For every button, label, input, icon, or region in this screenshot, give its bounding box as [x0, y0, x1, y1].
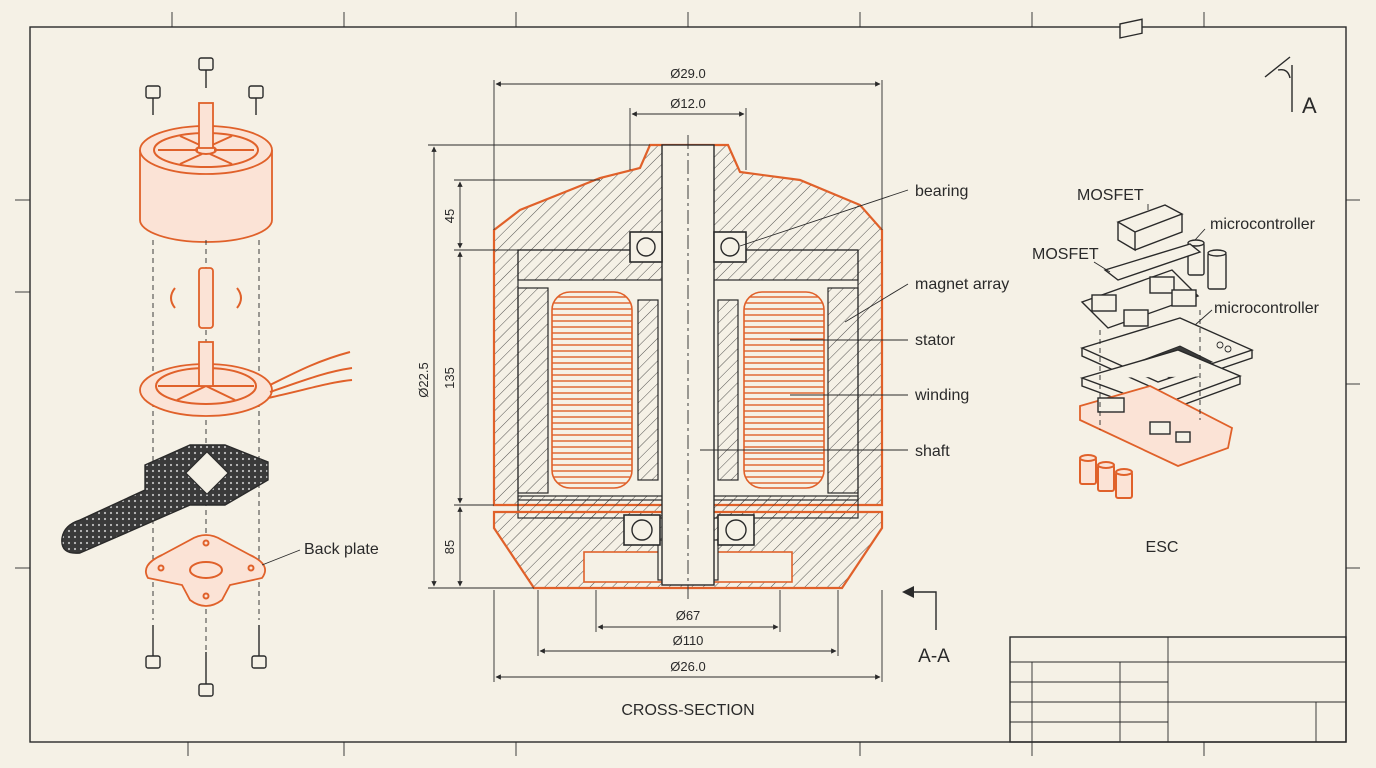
cross-section-view: Ø29.0 Ø12.0 Ø22.5 45 135 85 Ø67 — [416, 66, 1009, 719]
dim-bottom: 85 — [442, 540, 457, 554]
callout-bearing: bearing — [915, 183, 968, 200]
callout-shaft: shaft — [915, 443, 950, 460]
dim-height-total: Ø22.5 — [416, 362, 431, 397]
mosfet-array — [1080, 18, 1202, 329]
dim-shaft-dia: Ø12.0 — [670, 96, 705, 111]
shaft-part — [170, 267, 242, 329]
carbon-arm — [61, 444, 269, 554]
section-arrow-label: A — [1302, 93, 1317, 118]
dim-base-inner: Ø67 — [676, 608, 701, 623]
bottom-screws — [145, 625, 267, 697]
mosfet-block-top — [1116, 204, 1184, 252]
bearings — [623, 231, 755, 546]
dim-base-outer: Ø26.0 — [670, 659, 705, 674]
cross-section-title: CROSS-SECTION — [621, 702, 754, 719]
dim-outer-dia: Ø29.0 — [670, 66, 705, 81]
magnet-left — [517, 287, 549, 494]
capacitors-bottom — [1079, 454, 1133, 499]
exploded-view: Back plate — [61, 57, 379, 697]
section-mark-label: A-A — [918, 646, 950, 667]
bottom-dimensions: Ø67 Ø110 Ø26.0 — [493, 590, 883, 682]
esc-label-mosfet-top: MOSFET — [1077, 187, 1144, 204]
dim-base-mid: Ø110 — [673, 633, 704, 648]
back-plate-label: Back plate — [304, 541, 379, 558]
callout-magnet-array: magnet array — [915, 276, 1009, 293]
capacitors-top — [1187, 239, 1227, 290]
rotor-bell — [139, 102, 273, 243]
esc-exploded-view: MOSFET microcontroller MOSFET microcontr… — [1032, 18, 1320, 556]
top-screws — [145, 57, 264, 115]
stator-core-left — [637, 299, 659, 481]
callouts: bearing magnet array stator winding shaf… — [700, 183, 1009, 460]
magnet-right — [827, 287, 859, 494]
esc-title: ESC — [1146, 539, 1179, 556]
stator-base — [139, 341, 353, 417]
sheet-border — [15, 12, 1360, 756]
winding-left — [551, 291, 633, 489]
esc-label-mcu: microcontroller — [1214, 300, 1320, 317]
callout-stator: stator — [915, 332, 956, 349]
title-block — [1009, 636, 1347, 743]
dim-middle: 135 — [442, 367, 457, 389]
stator-core-right — [717, 299, 739, 481]
winding-right — [743, 291, 825, 489]
top-dimensions: Ø29.0 Ø12.0 — [493, 66, 883, 230]
back-plate: Back plate — [144, 534, 379, 607]
esc-label-mcu-top: microcontroller — [1210, 216, 1316, 233]
callout-winding: winding — [914, 387, 969, 404]
left-dimensions: Ø22.5 45 135 85 — [416, 144, 650, 589]
dim-top: 45 — [442, 209, 457, 223]
section-arrow-a: A — [1264, 56, 1317, 118]
esc-label-mosfet: MOSFET — [1032, 246, 1099, 263]
section-marker-a-a: A-A — [902, 586, 950, 667]
